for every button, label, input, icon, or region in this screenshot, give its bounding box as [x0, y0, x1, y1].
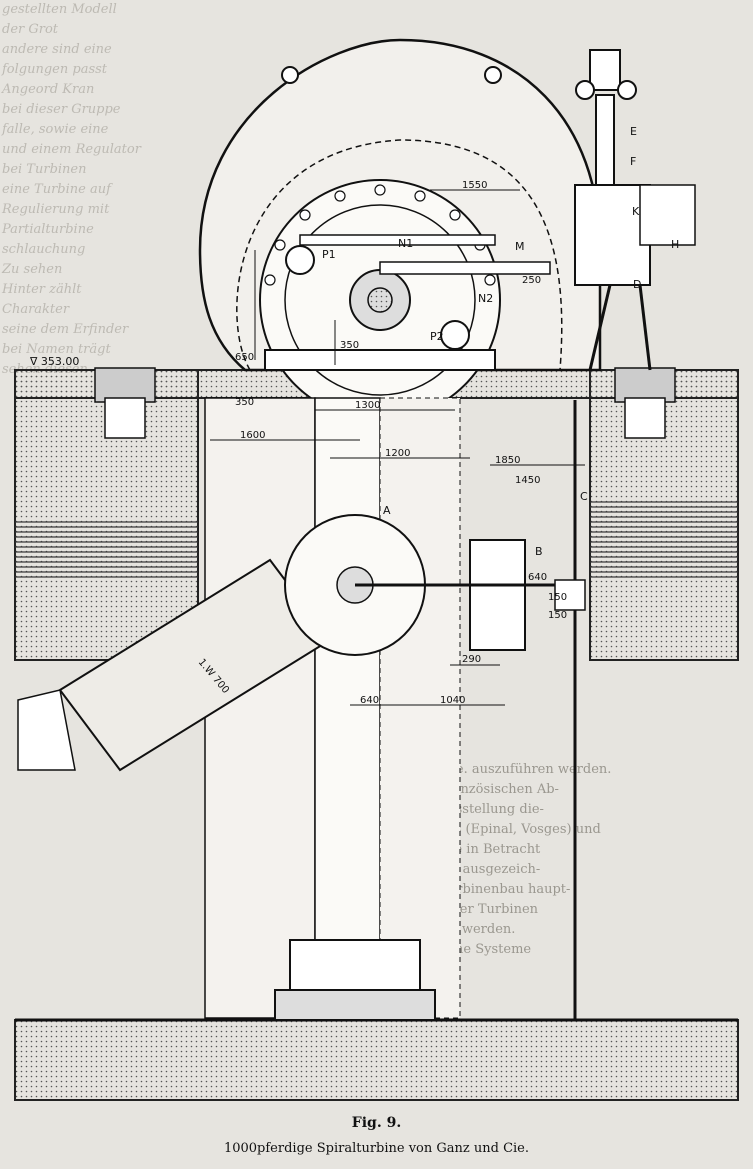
dim-640-side: 640 — [528, 572, 547, 583]
part-P2-label: P2 — [430, 330, 444, 343]
valve-actuator — [469, 539, 526, 651]
regulating-rod-upper — [299, 234, 496, 246]
right-foundation-layers — [590, 500, 738, 580]
part-B-label: B — [535, 545, 543, 558]
servo-cylinder — [574, 184, 651, 286]
dim-640-lower: 640 — [360, 695, 379, 706]
part-A-label: A — [383, 504, 391, 517]
governor-head — [589, 49, 621, 91]
dim-650: 650 — [235, 352, 254, 363]
dim-150-upper: 150 — [548, 592, 567, 603]
dim-150-lower: 150 — [548, 610, 567, 621]
part-F-label: F — [630, 155, 636, 168]
regulating-rod — [379, 261, 551, 275]
bottom-foundation — [14, 1019, 739, 1101]
part-H-label: H — [671, 238, 679, 251]
left-foundation-layers — [15, 520, 198, 580]
turbine-technical-drawing: ∇ 353.00 E F K H D M N1 N2 P1 P2 A B C 1… — [14, 38, 739, 1101]
left-anchor — [104, 397, 146, 439]
part-K-label: K — [632, 205, 640, 218]
governor-spindle — [595, 94, 615, 196]
part-C-label: C — [580, 490, 588, 503]
dim-1450: 1450 — [515, 475, 540, 486]
right-bearing-block — [614, 367, 676, 403]
dim-1600: 1600 — [240, 430, 265, 441]
dim-1200: 1200 — [385, 448, 410, 459]
dim-250: 250 — [522, 275, 541, 286]
left-column-bleedthrough-text: gestellten Modell der Grot andere sind e… — [2, 2, 141, 377]
turbine-base-frame — [264, 349, 496, 371]
dim-350-lower: 350 — [235, 397, 254, 408]
right-anchor — [624, 397, 666, 439]
part-N1-label: N1 — [398, 237, 413, 250]
dim-1850: 1850 — [495, 455, 520, 466]
part-M-label: M — [515, 240, 525, 253]
dim-350-upper: 350 — [340, 340, 359, 351]
figure-number: Fig. 9. — [351, 1115, 402, 1131]
left-bearing-block — [94, 367, 156, 403]
dim-1550: 1550 — [462, 180, 487, 191]
part-D-label: D — [633, 278, 641, 291]
part-E-label: E — [630, 125, 637, 138]
dim-1300: 1300 — [355, 400, 380, 411]
dim-1040: 1040 — [440, 695, 465, 706]
figure-caption: 1000pferdige Spiralturbine von Ganz und … — [223, 1141, 530, 1156]
level-label: ∇ 353.00 — [29, 355, 79, 368]
dim-290: 290 — [462, 654, 481, 665]
draft-chamber — [204, 397, 316, 1019]
part-P1-label: P1 — [322, 248, 336, 261]
part-N2-label: N2 — [478, 292, 493, 305]
